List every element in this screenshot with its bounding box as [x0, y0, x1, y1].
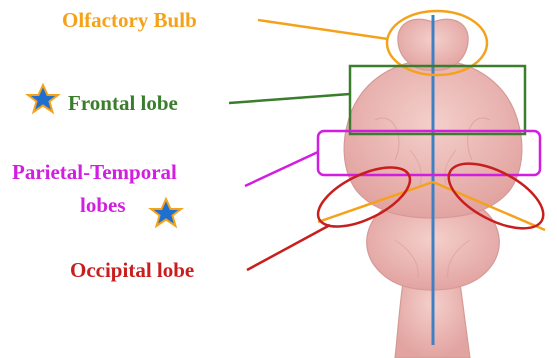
occipital-lobe-leader	[247, 225, 330, 270]
frontal-lobe-label: Frontal lobe	[68, 91, 178, 116]
frontal-lobe-leader	[229, 94, 350, 103]
parietal-temporal-label-line1: Parietal-Temporal	[12, 160, 177, 185]
star-icon	[151, 199, 181, 226]
parietal-temporal-label-line2: lobes	[80, 193, 126, 218]
olfactory-bulb-leader	[258, 20, 388, 39]
star-icon	[28, 85, 58, 112]
olfactory-bulb-label: Olfactory Bulb	[62, 8, 197, 33]
occipital-lobe-label: Occipital lobe	[70, 258, 194, 283]
parietal-temporal-leader	[245, 152, 318, 186]
